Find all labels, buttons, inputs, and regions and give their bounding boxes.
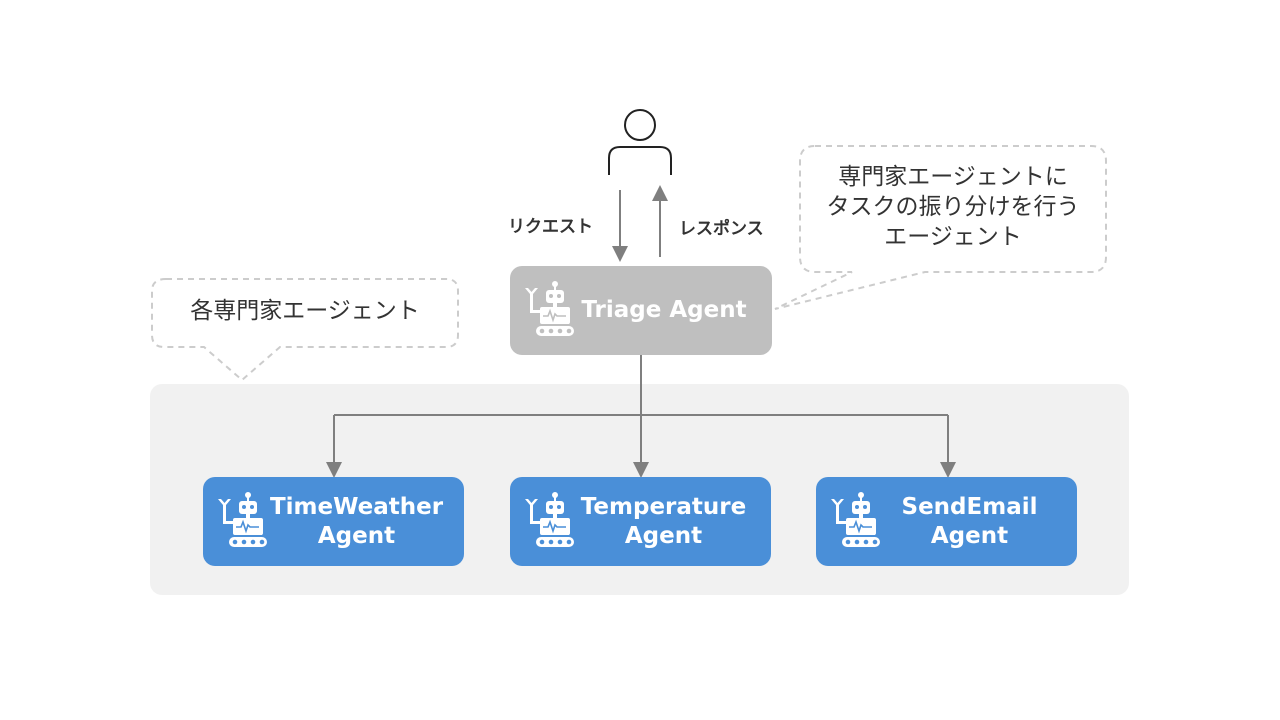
experts-callout-text: 各専門家エージェント [190, 298, 420, 324]
triage-agent-node[interactable]: Triage Agent [510, 266, 772, 355]
sendemail-agent-node[interactable]: SendEmail Agent [816, 477, 1077, 566]
robot-icon [525, 492, 574, 547]
sendemail-agent-label: SendEmail Agent [901, 493, 1038, 549]
timeweather-agent-label: TimeWeather Agent [269, 493, 444, 549]
user-icon [608, 109, 672, 175]
triage-callout-bubble [774, 145, 1107, 310]
triage-agent-label: Triage Agent [581, 297, 747, 323]
robot-icon [525, 281, 574, 336]
triage-to-agents-connector [326, 354, 956, 478]
response-label: レスポンス [679, 219, 764, 239]
request-label: リクエスト [508, 217, 593, 237]
temperature-agent-label: Temperature Agent [580, 493, 747, 549]
robot-icon [831, 492, 880, 547]
timeweather-agent-node[interactable]: TimeWeather Agent [203, 477, 464, 566]
triage-callout-text: 専門家エージェントに タスクの振り分けを行う エージェント [826, 164, 1080, 250]
robot-icon [218, 492, 267, 547]
experts-callout-bubble [151, 278, 459, 382]
temperature-agent-node[interactable]: Temperature Agent [510, 477, 771, 566]
